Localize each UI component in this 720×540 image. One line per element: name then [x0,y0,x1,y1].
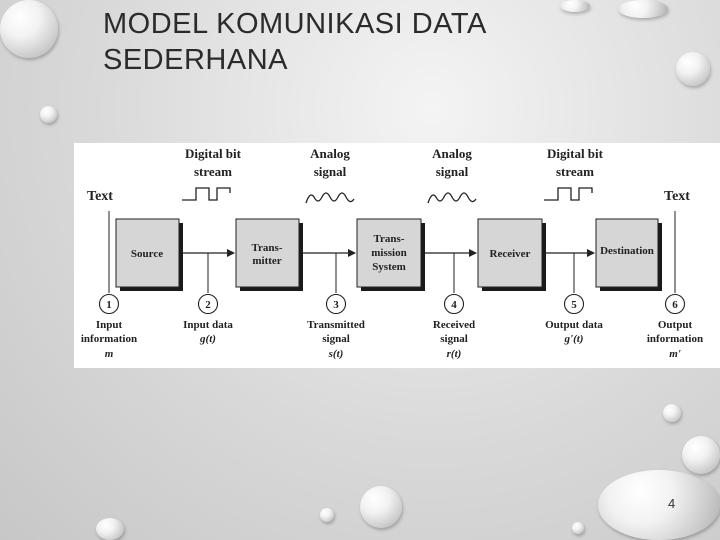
point-number: 5 [571,299,577,311]
point-number: 6 [672,299,678,311]
block-label: Trans- [374,233,405,245]
point-label: g(t) [199,333,216,345]
water-droplet-decoration [598,470,720,540]
water-droplet-decoration [96,518,124,540]
signal-label-line: Analog [310,146,350,161]
source-block: Source [115,218,180,288]
text-label-right: Text [664,189,690,204]
water-droplet-decoration [40,106,57,123]
signal-label-line: Digital bit [185,146,242,161]
point-symbol: m [105,348,114,360]
point-number: 4 [451,299,457,311]
page-number: 4 [668,496,676,511]
point-1: 1 Input information m [81,293,137,360]
slide-title-line-2: SEDERHANA [103,44,288,76]
signal-label-digital-2: Digital bit stream [547,146,604,179]
point-5: 5 Output data g'(t) [545,293,603,345]
transmitter-block: Trans- mitter [235,218,300,288]
point-symbol: r(t) [447,348,462,360]
transmission-system-block: Trans- mission System [356,218,422,288]
signal-label-digital-1: Digital bit stream [185,146,242,179]
water-droplet-decoration [320,508,334,522]
receiver-block: Receiver [477,218,543,288]
text-label-left: Text [87,189,113,204]
water-droplet-decoration [572,522,584,534]
point-label: Input [96,319,123,331]
water-droplet-decoration [360,486,402,528]
signal-label-line: stream [556,164,594,179]
destination-block: Destination [595,218,659,288]
point-symbol: m' [669,348,681,360]
block-label: Receiver [490,248,531,260]
point-number: 1 [106,299,112,311]
point-number: 3 [333,299,339,311]
slide-title-line-1: MODEL KOMUNIKASI DATA [103,8,487,40]
point-label: Input data [183,319,233,331]
block-label: mitter [252,255,281,267]
point-label: information [647,333,703,345]
communication-model-figure: Digital bit stream Analog signal Analog … [74,143,720,368]
water-droplet-decoration [663,404,681,422]
signal-label-analog-1: Analog signal [310,146,350,179]
point-6: 6 Output information m' [647,293,703,360]
sine-wave-icon [427,192,477,204]
water-droplet-decoration [618,0,668,18]
point-label: g'(t) [564,333,584,345]
water-droplet-decoration [560,0,590,12]
signal-label-line: signal [314,164,347,179]
slide-title: MODEL KOMUNIKASI DATA SEDERHANA [103,6,487,78]
point-label: Output data [545,319,603,331]
point-number: 2 [205,299,211,311]
block-label: Source [131,248,163,260]
signal-label-line: stream [194,164,232,179]
point-label: Received [433,319,475,331]
sine-wave-icon [305,192,355,204]
signal-label-line: signal [436,164,469,179]
point-4: 4 Received signal r(t) [433,293,475,360]
signal-label-line: Analog [432,146,472,161]
square-wave-icon [544,187,593,201]
water-droplet-decoration [0,0,58,58]
block-label: Trans- [252,242,283,254]
point-2: 2 Input data g(t) [183,293,233,345]
point-label: signal [440,333,468,345]
point-label: Output [658,319,693,331]
point-label: signal [322,333,350,345]
point-symbol: s(t) [328,348,344,360]
block-label: mission [371,247,406,259]
point-label: information [81,333,137,345]
water-droplet-decoration [682,436,720,474]
point-3: 3 Transmitted signal s(t) [307,293,365,360]
square-wave-icon [182,187,231,201]
signal-label-analog-2: Analog signal [432,146,472,179]
point-label: Transmitted [307,319,365,331]
water-droplet-decoration [676,52,710,86]
signal-label-line: Digital bit [547,146,604,161]
block-label: System [372,261,406,273]
block-label: Destination [600,245,654,257]
